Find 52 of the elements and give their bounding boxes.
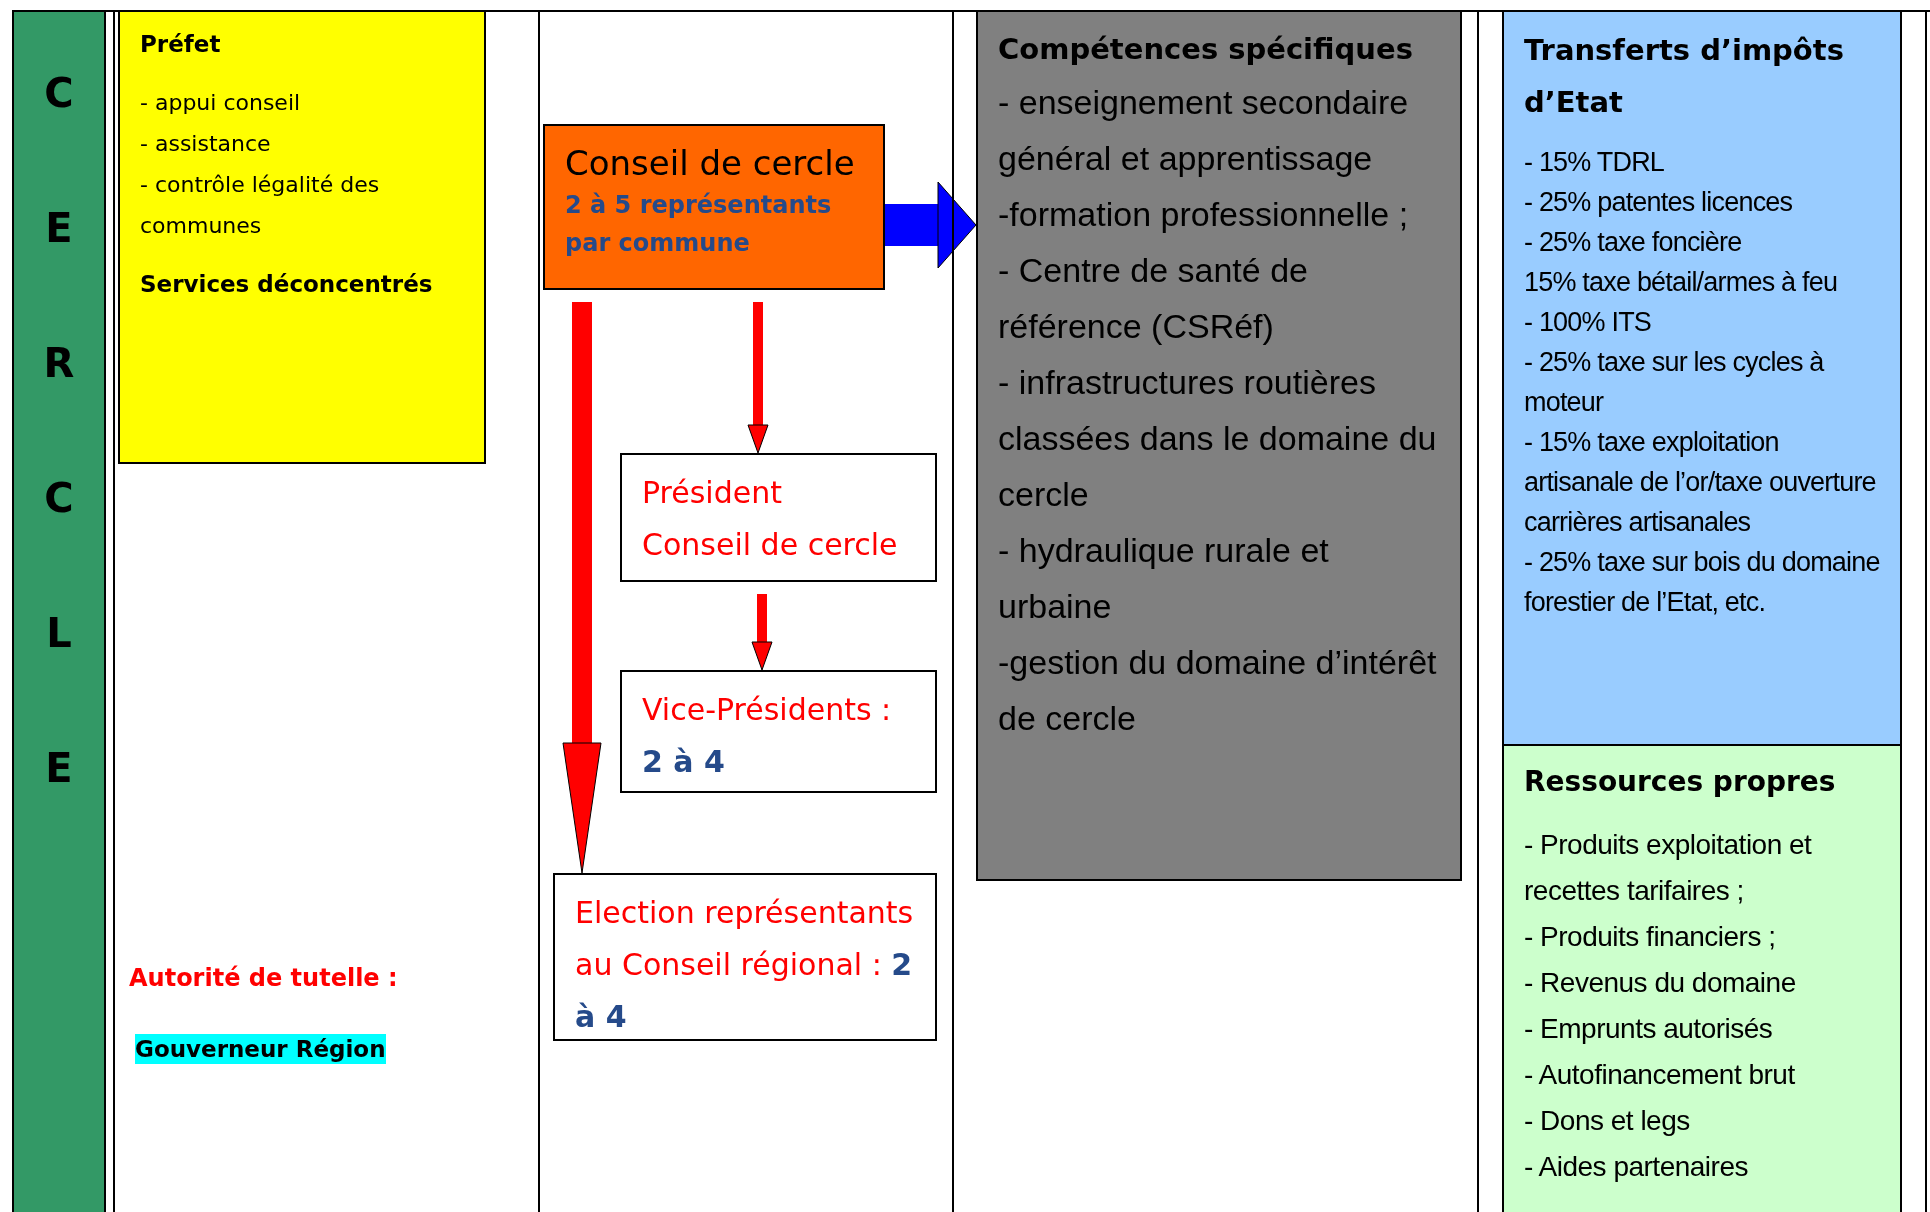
arrow — [751, 594, 773, 671]
list-item: - assistance — [140, 130, 272, 158]
box-text: 2 à 4 — [642, 743, 726, 781]
list-item: -gestion du domaine d’intérêt de cercle — [998, 642, 1438, 739]
box-text: Election représentants au Conseil régional : 2 à 4 — [575, 894, 915, 1036]
vertical-band — [12, 10, 106, 1212]
band-label: C E R C L E — [42, 69, 76, 793]
info-box — [1502, 744, 1902, 1212]
list-item: - Produits financiers ; — [1524, 920, 1777, 954]
arrow — [747, 302, 769, 454]
list-item: - Aides partenaires — [1524, 1150, 1749, 1184]
list-item: - 25% taxe sur les cycles à moteur — [1524, 346, 1826, 419]
list-item: - appui conseil — [140, 89, 302, 117]
box-heading: Transferts d’impôts d’Etat — [1524, 32, 1845, 121]
info-box — [118, 10, 486, 464]
process-box — [543, 124, 885, 290]
arrow — [562, 302, 602, 874]
list-item: - Centre de santé de référence (CSRéf) — [998, 250, 1309, 347]
arrow — [885, 181, 977, 269]
list-item: - Emprunts autorisés — [1524, 1012, 1774, 1046]
list-item: 15% taxe bétail/armes à feu — [1524, 266, 1839, 299]
list-item: - Revenus du domaine — [1524, 966, 1797, 1000]
box-heading: Conseil de cercle — [565, 142, 856, 185]
text-box — [620, 670, 937, 793]
list-item: - 100% ITS — [1524, 306, 1653, 339]
text-box — [553, 873, 937, 1041]
list-item: - Dons et legs — [1524, 1104, 1691, 1138]
box-heading: Ressources propres — [1524, 764, 1837, 800]
list-item: - infrastructures routières classées dans le domaine du cercle — [998, 362, 1438, 515]
info-box — [1502, 10, 1902, 746]
box-text: Conseil de cercle — [642, 526, 899, 564]
list-item: - contrôle légalité des communes — [140, 171, 381, 240]
list-item: - Produits exploitation et recettes tarifaires ; — [1524, 828, 1813, 908]
list-item: - 15% TDRL — [1524, 146, 1666, 179]
list-item: - enseignement secondaire général et apprentissage — [998, 82, 1410, 179]
info-box — [976, 10, 1462, 881]
text-box — [620, 453, 937, 582]
box-heading: Compétences spécifiques — [998, 31, 1414, 68]
list-item: - Autofinancement brut — [1524, 1058, 1796, 1092]
list-item: - 25% taxe foncière — [1524, 226, 1743, 259]
list-item: - 25% patentes licences — [1524, 186, 1794, 219]
list-item: - 15% taxe exploitation artisanale de l’or/taxe ouverture carrières artisanales — [1524, 426, 1877, 539]
highlighted-label: Gouverneur Région — [135, 1034, 386, 1064]
label-text: Autorité de tutelle : — [129, 963, 398, 994]
list-item: - hydraulique rurale et urbaine — [998, 530, 1330, 627]
box-heading: Vice-Présidents : — [642, 691, 893, 729]
list-item: -formation professionnelle ; — [998, 194, 1410, 235]
box-heading: Services déconcentrés — [140, 270, 434, 299]
box-text: 2 à 5 représentants par commune — [565, 190, 833, 259]
list-item: - 25% taxe sur bois du domaine forestier de l’Etat, etc. — [1524, 546, 1880, 619]
box-heading: Préfet — [140, 30, 222, 59]
box-text: Président — [642, 474, 783, 512]
